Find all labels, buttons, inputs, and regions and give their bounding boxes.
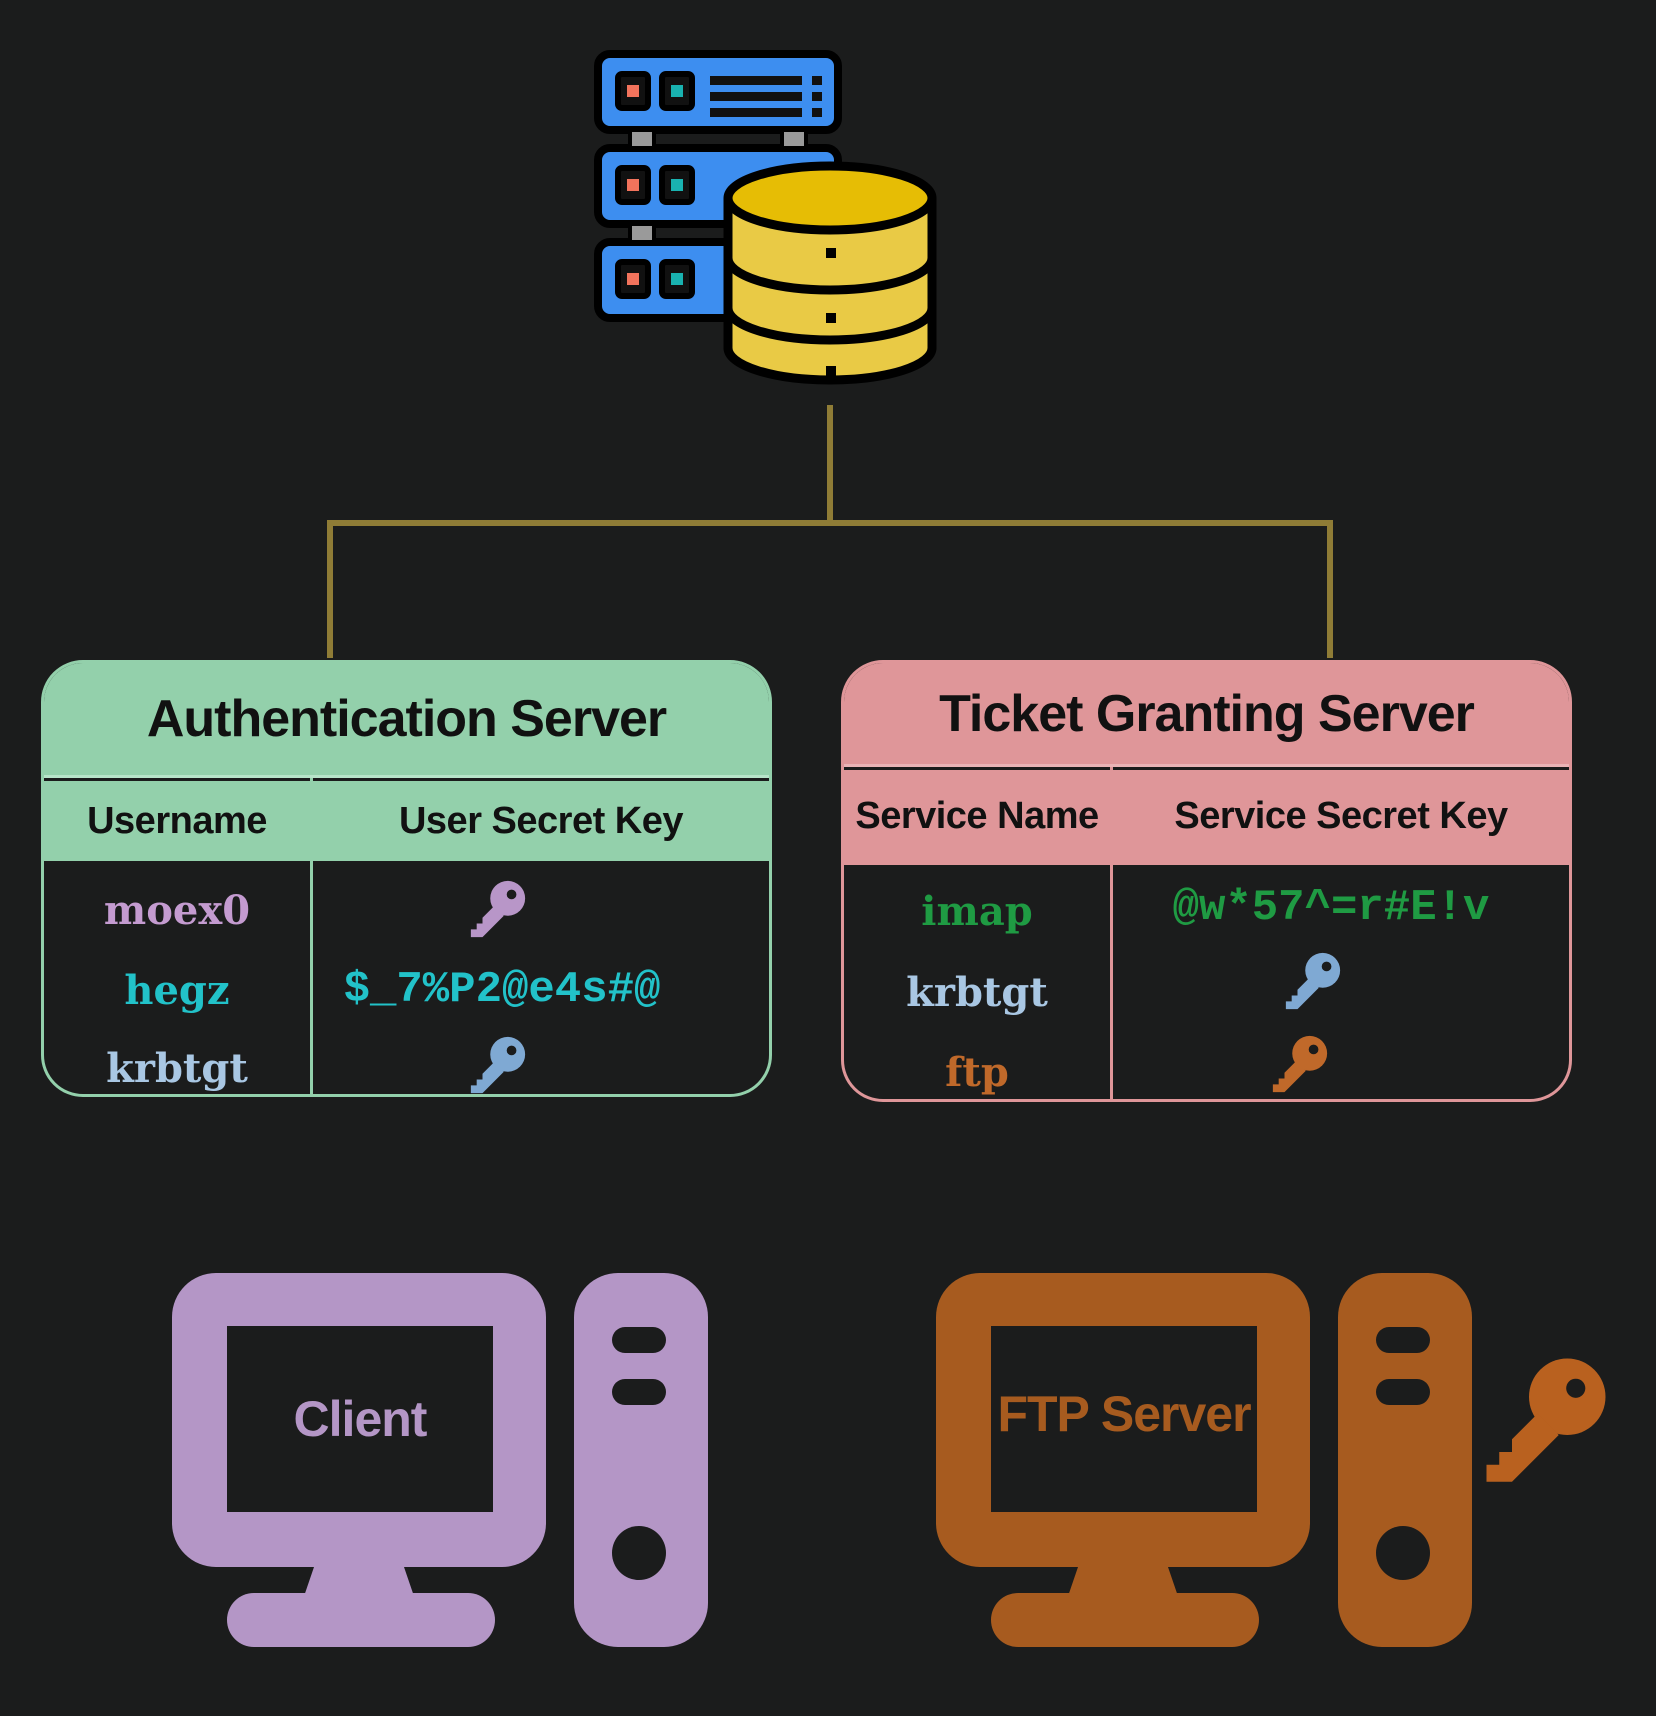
column-header-user-secret-key: User Secret Key bbox=[313, 781, 769, 861]
column-header-service-name: Service Name bbox=[844, 770, 1110, 862]
username-cell: krbtgt bbox=[106, 1044, 248, 1092]
ftp-key-icon bbox=[1486, 1358, 1606, 1482]
key-icon bbox=[1285, 952, 1341, 1010]
key-icon bbox=[470, 1036, 526, 1094]
column-divider bbox=[310, 778, 313, 1094]
key-icon bbox=[1272, 1035, 1328, 1093]
header-divider bbox=[844, 862, 1569, 865]
user-secret-key-text: $_7%P2@e4s#@ bbox=[343, 965, 661, 1015]
ftp-server-computer-icon bbox=[936, 1273, 1472, 1647]
client-computer-icon bbox=[172, 1273, 708, 1647]
server-database-icon bbox=[594, 50, 937, 385]
column-divider bbox=[1110, 767, 1113, 1099]
username-cell: hegz bbox=[124, 966, 230, 1014]
service-name-cell: krbtgt bbox=[906, 968, 1048, 1016]
service-name-cell: imap bbox=[921, 887, 1033, 935]
authentication-server-panel: Authentication Server Username User Secr… bbox=[41, 660, 772, 1097]
key-icon bbox=[470, 880, 526, 938]
panel-title: Ticket Granting Server bbox=[844, 663, 1569, 767]
column-header-service-secret-key: Service Secret Key bbox=[1113, 770, 1569, 862]
service-name-cell: ftp bbox=[945, 1048, 1009, 1096]
column-header-username: Username bbox=[44, 781, 310, 861]
ftp-server-label: FTP Server bbox=[997, 1386, 1251, 1442]
client-label: Client bbox=[293, 1391, 428, 1447]
panel-title: Authentication Server bbox=[44, 663, 769, 778]
service-secret-key-text: @w*57^=r#E!v bbox=[1172, 883, 1490, 933]
username-cell: moex0 bbox=[103, 886, 251, 934]
ticket-granting-server-panel: Ticket Granting Server Service Name Serv… bbox=[841, 660, 1572, 1102]
